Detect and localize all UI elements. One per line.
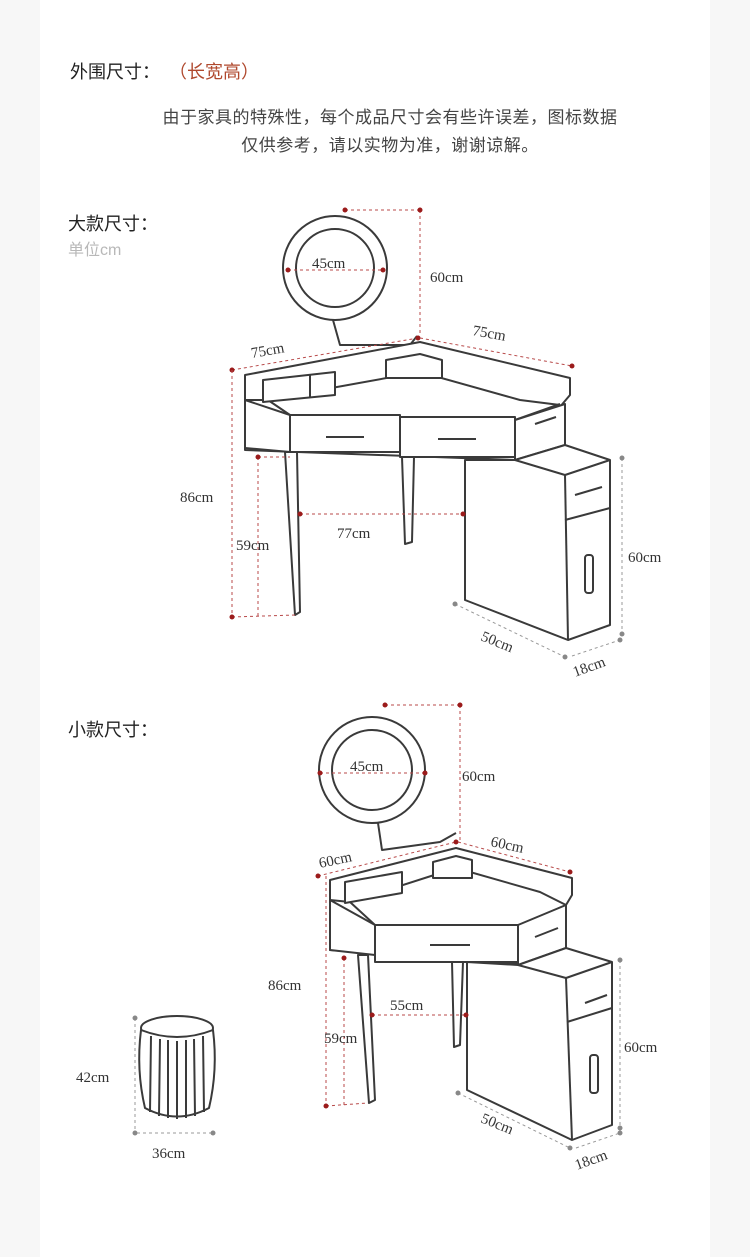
page-title: 外围尺寸： （长宽高） xyxy=(70,58,259,84)
large-leg-height-label: 59cm xyxy=(236,538,270,554)
large-leg-left xyxy=(284,451,301,616)
small-leg-height-label: 59cm xyxy=(324,1031,358,1047)
stool-drawing xyxy=(138,1015,216,1119)
background-panel-right xyxy=(710,0,750,1257)
small-side-cabinet xyxy=(466,947,613,1141)
small-jewelry-box xyxy=(344,871,403,904)
large-drawer-right xyxy=(399,416,516,458)
small-leg-left xyxy=(357,954,376,1104)
large-right-width-label: 75cm xyxy=(471,323,507,345)
small-section-title: 小款尺寸： xyxy=(68,720,158,740)
stool-height-label: 42cm xyxy=(76,1070,110,1086)
unit-label: 单位cm xyxy=(68,242,122,259)
large-mirror-label: 45cm xyxy=(312,256,346,272)
small-cabinet-depth-label: 50cm xyxy=(479,1111,516,1138)
small-drawer xyxy=(374,924,519,963)
small-cabinet-width-label: 18cm xyxy=(573,1147,610,1174)
large-side-cabinet xyxy=(464,444,611,641)
large-mirror-height-label: 60cm xyxy=(430,270,464,286)
disclaimer-line-1: 由于家具的特殊性，每个成品尺寸会有些许误差，图标数据 xyxy=(162,108,618,127)
background-panel-left xyxy=(0,0,40,1257)
title-text: 外围尺寸： xyxy=(70,62,160,82)
large-jewelry-box xyxy=(262,371,336,403)
disclaimer-note: 由于家具的特殊性，每个成品尺寸会有些许误差，图标数据 仅供参考，请以实物为准，谢… xyxy=(100,104,680,160)
small-mirror xyxy=(318,716,457,851)
large-knee-width-label: 77cm xyxy=(337,526,371,542)
small-mirror-label: 45cm xyxy=(350,759,384,775)
large-left-width-label: 75cm xyxy=(250,340,286,362)
stool-width-label: 36cm xyxy=(152,1146,186,1162)
small-cabinet-height-label: 60cm xyxy=(624,1040,658,1056)
title-accent: （长宽高） xyxy=(178,62,259,82)
large-total-height-label: 86cm xyxy=(180,490,214,506)
small-vanity-diagram: 45cm 60cm 60cm 60cm 86cm 59cm 55cm 60cm … xyxy=(76,702,658,1174)
large-cabinet-width-label: 18cm xyxy=(571,654,608,681)
large-section-title: 大款尺寸： xyxy=(68,214,158,234)
small-right-width-label: 60cm xyxy=(489,834,525,857)
large-vanity-diagram: 45cm 60cm 75cm 75cm 86cm 59cm 77cm 60cm … xyxy=(180,207,662,681)
large-leg-mid xyxy=(401,456,415,545)
large-cabinet-depth-label: 50cm xyxy=(479,629,516,656)
small-left-width-label: 60cm xyxy=(318,849,354,872)
large-cabinet-height-label: 60cm xyxy=(628,550,662,566)
disclaimer-line-2: 仅供参考，请以实物为准，谢谢谅解。 xyxy=(241,136,539,155)
small-leg-mid xyxy=(451,961,464,1048)
small-knee-width-label: 55cm xyxy=(390,998,424,1014)
small-total-height-label: 86cm xyxy=(268,978,302,994)
large-mirror xyxy=(282,215,418,346)
small-mirror-height-label: 60cm xyxy=(462,769,496,785)
large-drawer-left xyxy=(289,414,401,453)
